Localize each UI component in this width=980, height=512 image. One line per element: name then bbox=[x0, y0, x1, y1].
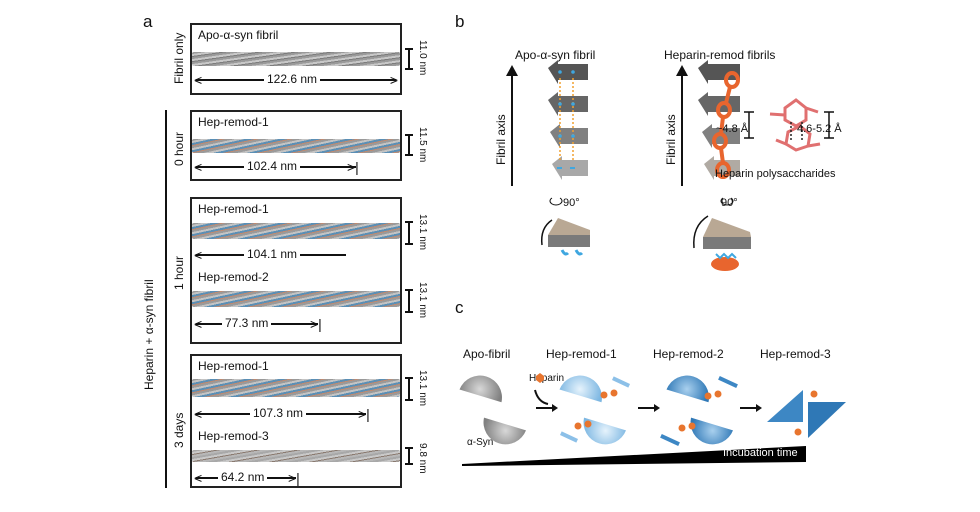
crossover-length: 77.3 nm bbox=[222, 316, 272, 330]
arrow-left-icon: < bbox=[194, 406, 203, 422]
fibril-box-3d: Hep-remod-1 < >| 107.3 nm Hep-remod-3 < … bbox=[190, 354, 402, 488]
fibril-axis-arrow-right bbox=[676, 65, 688, 186]
heparin-arrow-icon bbox=[534, 389, 549, 405]
apo-fibril-icon bbox=[459, 375, 526, 445]
fibril-image bbox=[192, 52, 400, 66]
fibril-spacing-label: ~4.8 Å bbox=[716, 123, 749, 135]
fibril-image bbox=[192, 291, 400, 307]
incubation-time-label: Incubation time bbox=[723, 447, 798, 459]
group-label: Heparin + α-syn fibril bbox=[142, 279, 156, 390]
stage-label-remod-3: Hep-remod-3 bbox=[760, 347, 831, 361]
condition-1-hour: 1 hour bbox=[172, 255, 186, 290]
top-view-heparin bbox=[693, 215, 751, 271]
width-bar-stem bbox=[408, 289, 410, 311]
fibril-image bbox=[192, 223, 400, 239]
alpha-syn-label: α-Syn bbox=[467, 437, 494, 448]
fibril-width: 11.5 nm bbox=[417, 127, 428, 163]
fibril-name: Hep-remod-1 bbox=[198, 115, 269, 129]
panel-b-diagram bbox=[506, 60, 834, 271]
arrow-left-icon: < bbox=[194, 247, 203, 263]
crossover-length: 104.1 nm bbox=[244, 247, 301, 261]
rotation-icon-right bbox=[720, 197, 734, 206]
panel-a-label: a bbox=[143, 12, 153, 31]
crossover-length: 64.2 nm bbox=[218, 470, 268, 484]
beta-strand-stack-apo bbox=[548, 60, 588, 180]
arrow-left-icon: < bbox=[194, 316, 203, 332]
stage-label-apo: Apo-fibril bbox=[463, 347, 511, 361]
hep-remod-2-icon bbox=[660, 375, 738, 447]
fibril-name: Hep-remod-2 bbox=[198, 270, 269, 284]
fibril-axis-label-left: Fibril axis bbox=[494, 114, 508, 165]
arrow-icon bbox=[740, 404, 762, 412]
arrow-right-icon: >| bbox=[347, 159, 359, 175]
group-bracket-line bbox=[165, 110, 167, 488]
crossover-length: 122.6 nm bbox=[264, 72, 321, 86]
stage-label-remod-1: Hep-remod-1 bbox=[546, 347, 617, 361]
arrow-right-icon: >| bbox=[288, 470, 300, 486]
heparin-hexagon-icon bbox=[536, 373, 544, 383]
fibril-width: 9.8 nm bbox=[417, 443, 428, 474]
heparin-polysaccharides-label: Heparin polysaccharides bbox=[715, 168, 836, 180]
fibril-name: Apo-α-syn fibril bbox=[198, 28, 279, 42]
panel-c-diagram bbox=[459, 373, 846, 466]
panel-c-label: c bbox=[455, 298, 464, 317]
condition-3-days: 3 days bbox=[172, 412, 186, 448]
crossover-length: 102.4 nm bbox=[244, 159, 301, 173]
fibril-box-1h: Hep-remod-1 < 104.1 nm Hep-remod-2 < >| … bbox=[190, 197, 402, 344]
heparin-label: Heparin bbox=[529, 373, 565, 384]
heparin-molecule-icon bbox=[769, 98, 821, 152]
hep-remod-3-icon bbox=[767, 390, 846, 438]
rotation-label-left: 90° bbox=[563, 197, 580, 209]
beta-strand-stack-heparin bbox=[698, 60, 740, 180]
width-bar-stem bbox=[408, 221, 410, 243]
arrow-left-icon: < bbox=[194, 72, 203, 88]
condition-fibril-only: Fibril only bbox=[172, 32, 186, 84]
arrow-right-icon: > bbox=[389, 72, 398, 88]
heparin-spacing-label: 4.6-5.2 Å bbox=[797, 123, 842, 135]
panel-b-label: b bbox=[455, 12, 465, 31]
fibril-image bbox=[192, 139, 400, 153]
fibril-width: 13.1 nm bbox=[417, 214, 428, 251]
arrow-icon bbox=[638, 404, 660, 412]
fibril-width: 11.0 nm bbox=[417, 40, 428, 76]
fibril-width: 13.1 nm bbox=[417, 282, 428, 319]
arrow-left-icon: < bbox=[194, 470, 203, 486]
hep-remod-1-icon bbox=[559, 375, 631, 445]
stage-label-remod-2: Hep-remod-2 bbox=[653, 347, 724, 361]
fibril-box-0h: Hep-remod-1 < >| 102.4 nm bbox=[190, 110, 402, 181]
arrow-icon bbox=[536, 404, 558, 412]
heparin-fibril-title: Heparin-remod fibrils bbox=[664, 48, 776, 62]
rotation-icon-left bbox=[549, 197, 563, 206]
arrow-left-icon: < bbox=[194, 159, 203, 175]
apo-fibril-title: Apo-α-syn fibril bbox=[515, 48, 596, 62]
fibril-name: Hep-remod-1 bbox=[198, 359, 269, 373]
incubation-time-wedge bbox=[462, 446, 806, 466]
spacing-bar-heparin bbox=[824, 111, 834, 139]
fibril-image bbox=[192, 379, 400, 397]
crossover-length: 107.3 nm bbox=[250, 406, 307, 420]
fibril-axis-arrow-left bbox=[506, 65, 518, 186]
arrow-right-icon: >| bbox=[310, 316, 322, 332]
fibril-name: Hep-remod-3 bbox=[198, 429, 269, 443]
fibril-width: 13.1 nm bbox=[417, 370, 428, 407]
top-view-apo bbox=[540, 218, 590, 256]
fibril-axis-label-right: Fibril axis bbox=[664, 114, 678, 165]
fibril-box-apo: Apo-α-syn fibril < > 122.6 nm bbox=[190, 23, 402, 95]
fibril-image bbox=[192, 450, 400, 462]
spacing-bar-fibril bbox=[744, 111, 754, 139]
rotation-label-right: 90° bbox=[721, 197, 738, 209]
width-bar-stem bbox=[408, 377, 410, 399]
width-bar-stem bbox=[408, 48, 410, 68]
width-bar-stem bbox=[408, 134, 410, 154]
fibril-name: Hep-remod-1 bbox=[198, 202, 269, 216]
width-bar-stem bbox=[408, 447, 410, 463]
arrow-right-icon: >| bbox=[358, 406, 370, 422]
condition-0-hour: 0 hour bbox=[172, 131, 186, 166]
